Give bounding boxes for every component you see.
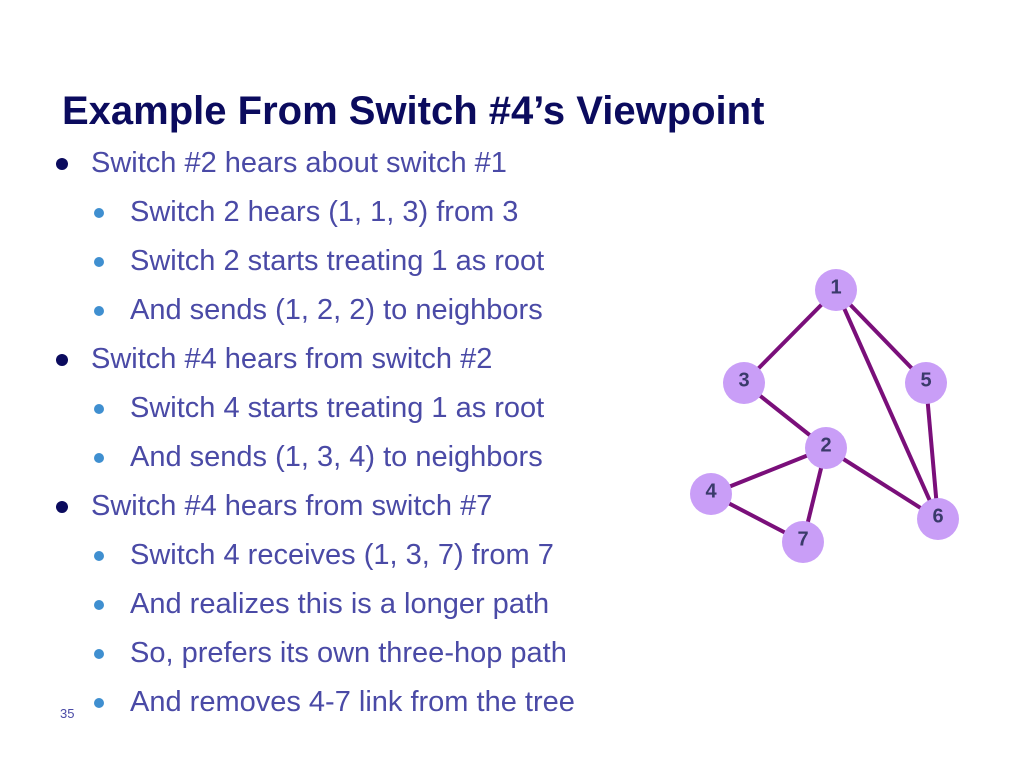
bullet-dot-icon <box>94 600 104 610</box>
edge-2-6 <box>824 446 940 521</box>
bullet-text: And sends (1, 3, 4) to neighbors <box>130 441 543 473</box>
node-circle <box>723 362 765 404</box>
node-5: 5 <box>905 362 947 404</box>
bullet-level2: And removes 4-7 link from the tree <box>94 686 575 718</box>
bullet-text: And removes 4-7 link from the tree <box>130 686 575 718</box>
bullet-level1: Switch #2 hears about switch #1 <box>56 147 507 179</box>
node-circle <box>782 521 824 563</box>
bullet-level2: And sends (1, 2, 2) to neighbors <box>94 294 543 326</box>
bullet-text: Switch 2 hears (1, 1, 3) from 3 <box>130 196 519 228</box>
edge-5-6 <box>924 382 940 520</box>
bullet-level1: Switch #4 hears from switch #7 <box>56 490 493 522</box>
bullet-text: So, prefers its own three-hop path <box>130 637 567 669</box>
bullet-dot-icon <box>94 649 104 659</box>
bullet-text: Switch 2 starts treating 1 as root <box>130 245 545 277</box>
edge-1-5 <box>834 288 928 385</box>
bullet-text: Switch #2 hears about switch #1 <box>91 147 507 179</box>
edge-1-6 <box>834 289 940 520</box>
bullet-level1: Switch #4 hears from switch #2 <box>56 343 493 375</box>
node-7: 7 <box>782 521 824 563</box>
node-label: 5 <box>920 369 931 391</box>
bullet-dot-icon <box>94 208 104 218</box>
node-label: 1 <box>830 276 841 298</box>
bullet-dot-icon <box>94 404 104 414</box>
bullet-dot-icon <box>56 158 68 170</box>
node-circle <box>905 362 947 404</box>
bullet-text: Switch #4 hears from switch #2 <box>91 343 493 375</box>
node-circle <box>815 269 857 311</box>
bullet-text: Switch 4 receives (1, 3, 7) from 7 <box>130 539 554 571</box>
bullet-level2: And realizes this is a longer path <box>94 588 550 620</box>
node-3: 3 <box>723 362 765 404</box>
edge-1-3 <box>742 288 838 385</box>
node-4: 4 <box>690 473 732 515</box>
node-label: 4 <box>705 480 717 502</box>
bullet-dot-icon <box>94 257 104 267</box>
node-2: 2 <box>805 427 847 469</box>
bullet-level2: Switch 2 hears (1, 1, 3) from 3 <box>94 196 519 228</box>
node-label: 7 <box>797 528 808 550</box>
bullet-text: And realizes this is a longer path <box>130 588 550 620</box>
bullet-level2: Switch 2 starts treating 1 as root <box>94 245 545 277</box>
bullet-level2: Switch 4 starts treating 1 as root <box>94 392 545 424</box>
bullet-text: Switch 4 starts treating 1 as root <box>130 392 545 424</box>
node-circle <box>690 473 732 515</box>
bullet-text: Switch #4 hears from switch #7 <box>91 490 493 522</box>
slide-number: 35 <box>60 706 75 721</box>
node-6: 6 <box>917 498 959 540</box>
slide-title: Example From Switch #4’s Viewpoint <box>62 89 765 133</box>
bullet-dot-icon <box>94 551 104 561</box>
bullet-dot-icon <box>94 306 104 316</box>
node-circle <box>917 498 959 540</box>
bullet-level2: Switch 4 receives (1, 3, 7) from 7 <box>94 539 554 571</box>
graph-nodes: 1 2 3 4 5 6 7 <box>690 269 959 563</box>
bullet-level2: And sends (1, 3, 4) to neighbors <box>94 441 543 473</box>
node-label: 3 <box>738 369 749 391</box>
bullet-list: Switch #2 hears about switch #1 Switch 2… <box>56 147 575 718</box>
node-label: 6 <box>932 505 943 527</box>
bullet-dot-icon <box>94 453 104 463</box>
bullet-text: And sends (1, 2, 2) to neighbors <box>130 294 543 326</box>
node-1: 1 <box>815 269 857 311</box>
graph-edges <box>710 288 940 544</box>
bullet-dot-icon <box>56 354 68 366</box>
bullet-level2: So, prefers its own three-hop path <box>94 637 567 669</box>
node-circle <box>805 427 847 469</box>
bullet-dot-icon <box>94 698 104 708</box>
node-label: 2 <box>820 434 831 456</box>
bullet-dot-icon <box>56 501 68 513</box>
